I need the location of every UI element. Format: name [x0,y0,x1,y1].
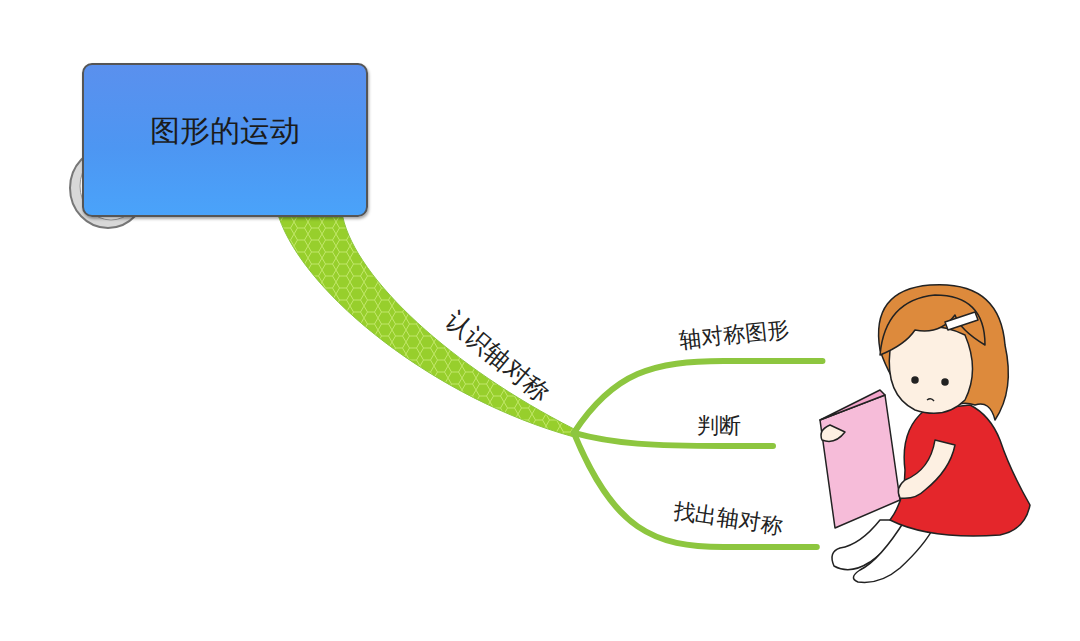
node-text: 找出轴对称 [671,496,784,541]
subtopic-label: 找出轴对称 [667,494,789,544]
branch-connector [279,217,574,437]
root-topic-box: 图形的运动 [82,63,368,217]
branch-connector [574,433,817,547]
girl-illustration [820,285,1030,583]
subtopic-label: 判断 [693,409,745,443]
node-text: 轴对称图形 [678,314,791,355]
node-text: 判断 [697,411,741,441]
subtopic-label: 轴对称图形 [674,312,795,358]
node-text: 图形的运动 [84,111,366,152]
branch-connector [574,433,773,446]
